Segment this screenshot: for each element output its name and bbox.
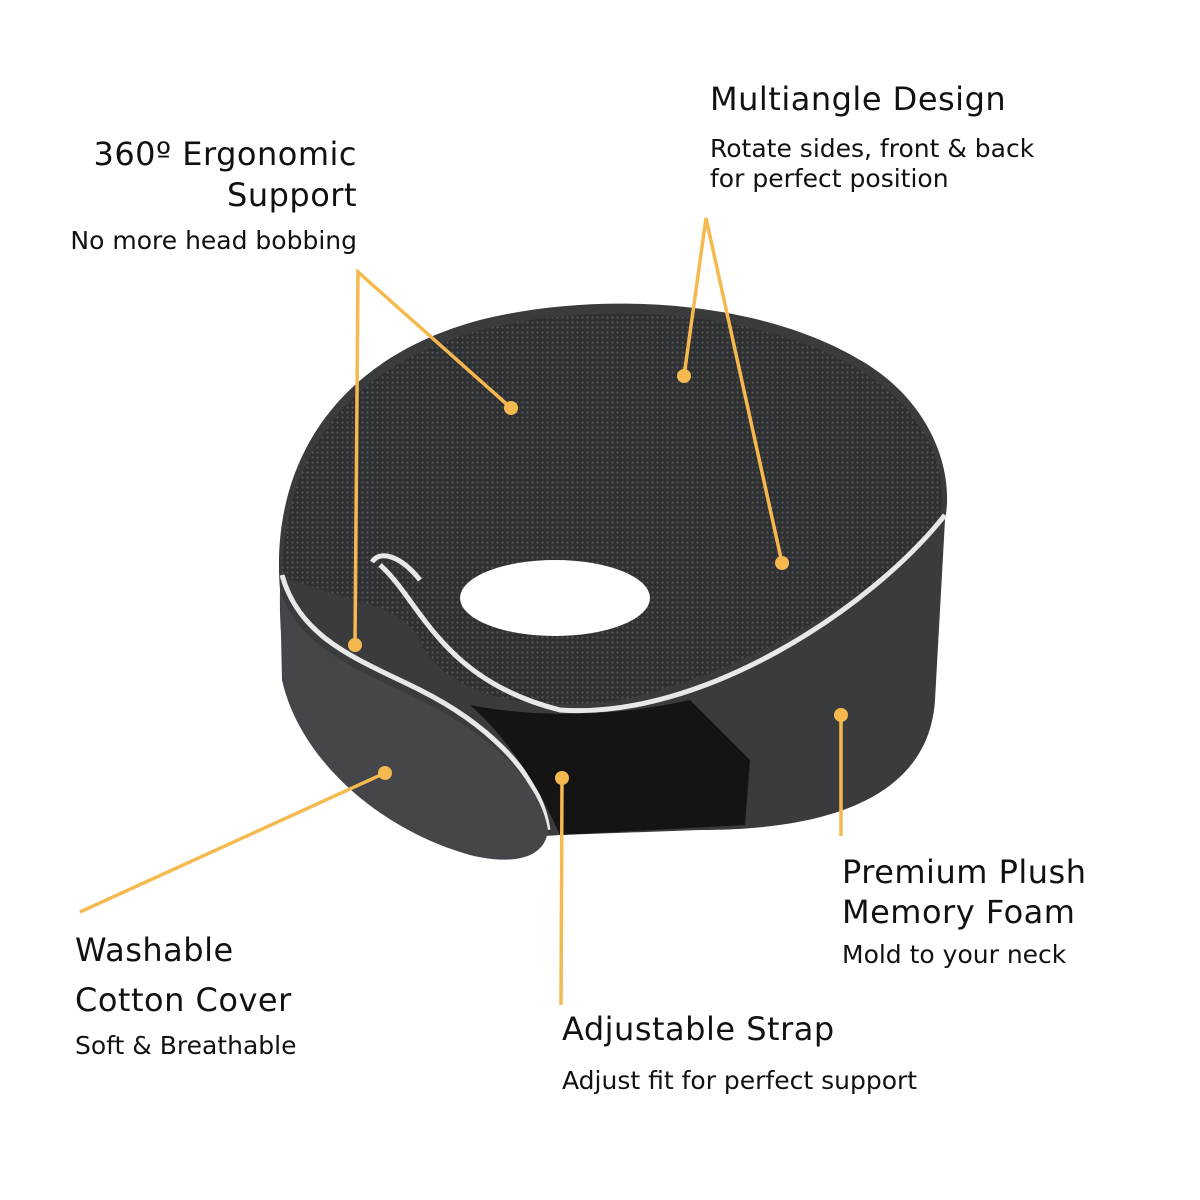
feature-title: Multiangle Design [710,80,1007,118]
strap [470,700,750,835]
feature-title: Support [227,176,357,214]
feature-subtitle: Adjust fit for perfect support [562,1066,918,1095]
pillow-hole [460,560,650,636]
feature-title: 360º Ergonomic [93,135,357,173]
feature-subtitle: Rotate sides, front & back [710,134,1035,163]
callout-lines [79,217,843,1006]
callout-dots [348,369,848,785]
pillow-top [282,313,943,705]
feature-title: Adjustable Strap [562,1010,835,1048]
feature-subtitle: for perfect position [710,164,949,193]
feature-title: Cotton Cover [75,981,292,1019]
feature-subtitle: No more head bobbing [70,226,357,255]
pillow-piping [378,513,947,714]
feature-subtitle: Mold to your neck [842,940,1067,969]
pillow-flap [280,590,548,860]
feature-subtitle: Soft & Breathable [75,1031,297,1060]
feature-title: Premium Plush [842,853,1087,891]
feature-title: Memory Foam [842,893,1076,931]
feature-title: Washable [75,931,234,969]
